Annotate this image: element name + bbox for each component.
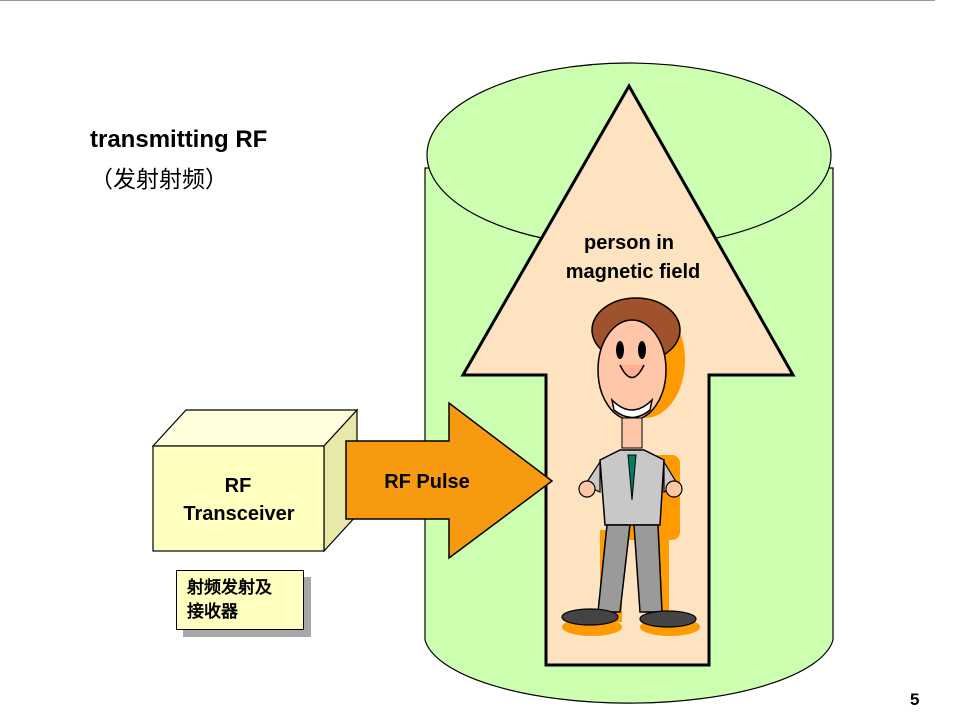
magnet-label-line2: magnetic field	[566, 261, 700, 283]
rf-transceiver-box	[151, 408, 359, 553]
transceiver-cn-line2: 接收器	[187, 602, 238, 622]
transceiver-label-line1: RF	[225, 475, 252, 497]
magnet-label-line1: person in	[584, 232, 674, 254]
slide-subtitle: （发射射频）	[90, 167, 228, 193]
person-figure	[561, 297, 700, 636]
slide-title: transmitting RF	[90, 126, 268, 153]
transceiver-cn-line1: 射频发射及	[187, 578, 272, 598]
rf-pulse-arrow	[345, 401, 554, 560]
rf-pulse-label: RF Pulse	[384, 471, 470, 493]
transceiver-label-line2: Transceiver	[183, 503, 294, 525]
page-number: 5	[910, 690, 920, 709]
top-rule	[0, 0, 935, 1]
transceiver-cn-label: 射频发射及 接收器	[176, 570, 304, 630]
